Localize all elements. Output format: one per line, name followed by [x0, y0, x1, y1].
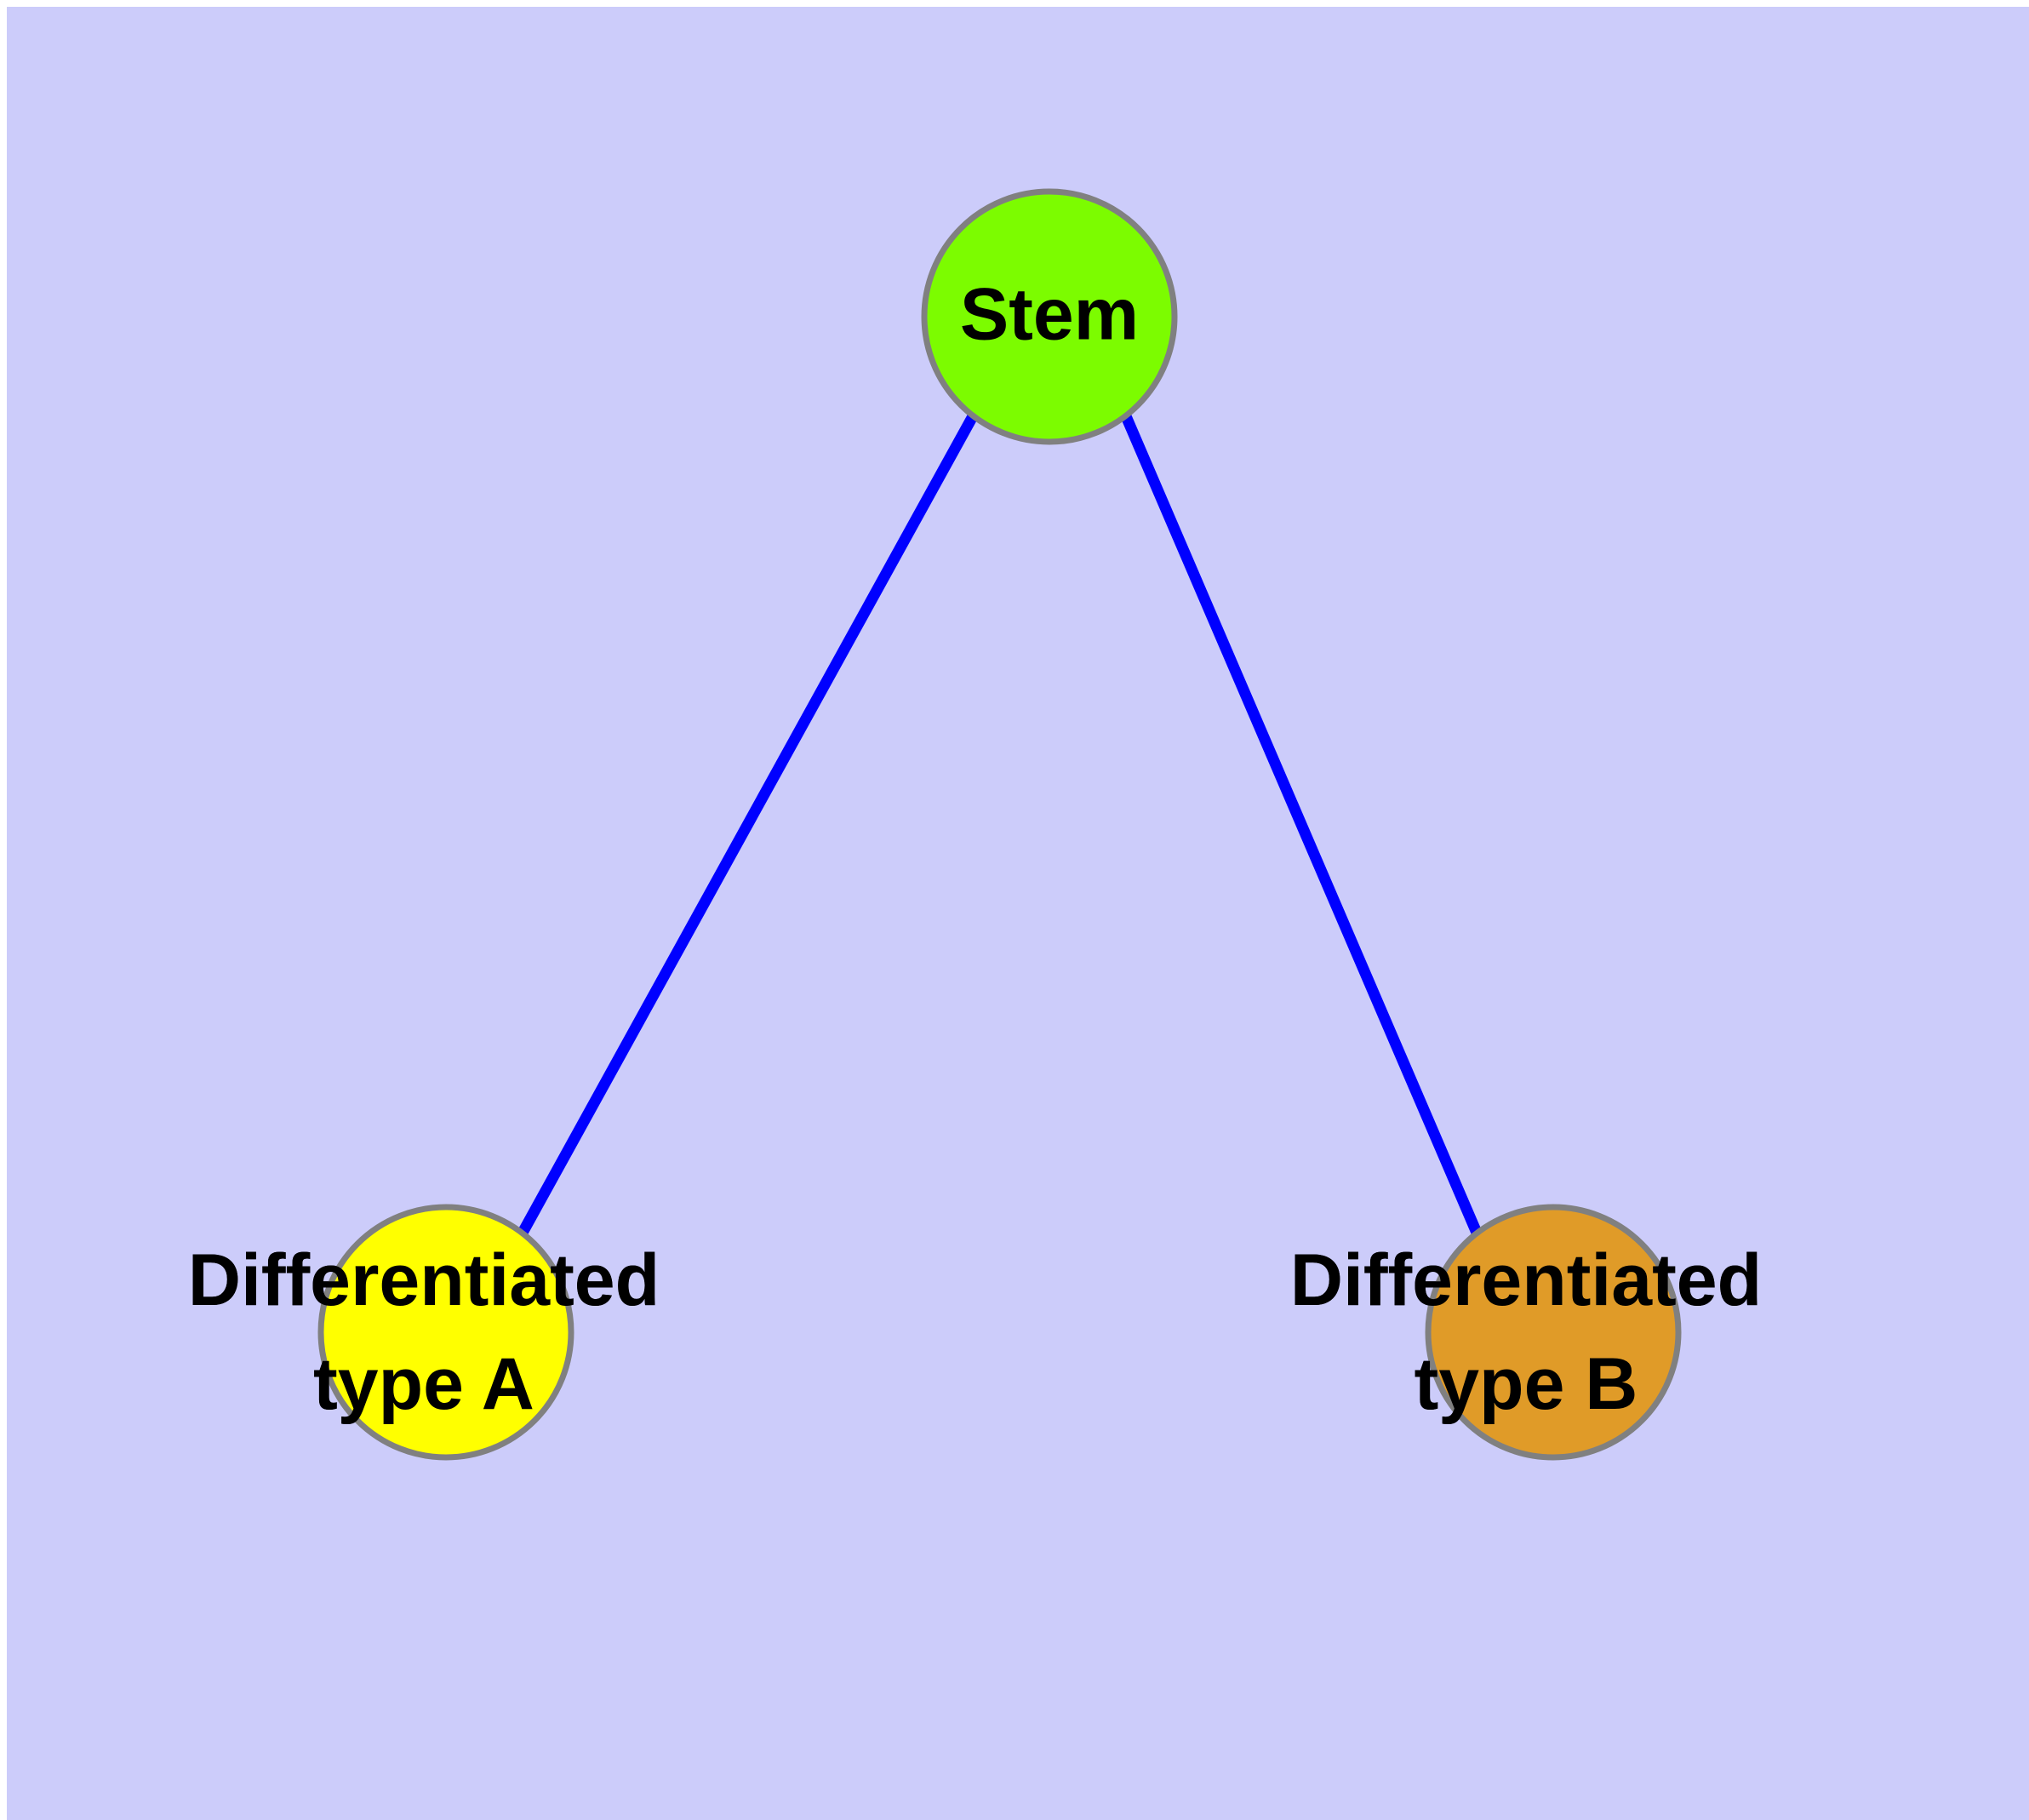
edges-layer: [517, 413, 1482, 1236]
graph-node-diff_b[interactable]: [1425, 1204, 1682, 1461]
node-label-line-1: Differentiated: [1290, 1239, 1762, 1321]
graph-edge-stem-to-diff-a: [517, 413, 978, 1236]
node-label-stem: Stem: [960, 274, 1139, 356]
node-label-line-2: type B: [1415, 1343, 1638, 1425]
graph-node-stem[interactable]: [921, 188, 1178, 445]
graph-edge-stem-to-diff-b: [1121, 414, 1482, 1235]
node-label-line-2: type A: [313, 1343, 534, 1425]
node-label-overlay-diff_a: Differentiated type A: [188, 1239, 660, 1425]
node-label-overlay-diff_b: Differentiated type B: [1290, 1239, 1762, 1425]
nodes-layer: [317, 188, 1682, 1461]
graph-node-diff_a[interactable]: [317, 1204, 574, 1461]
node-label-line-1: Differentiated: [188, 1239, 660, 1321]
